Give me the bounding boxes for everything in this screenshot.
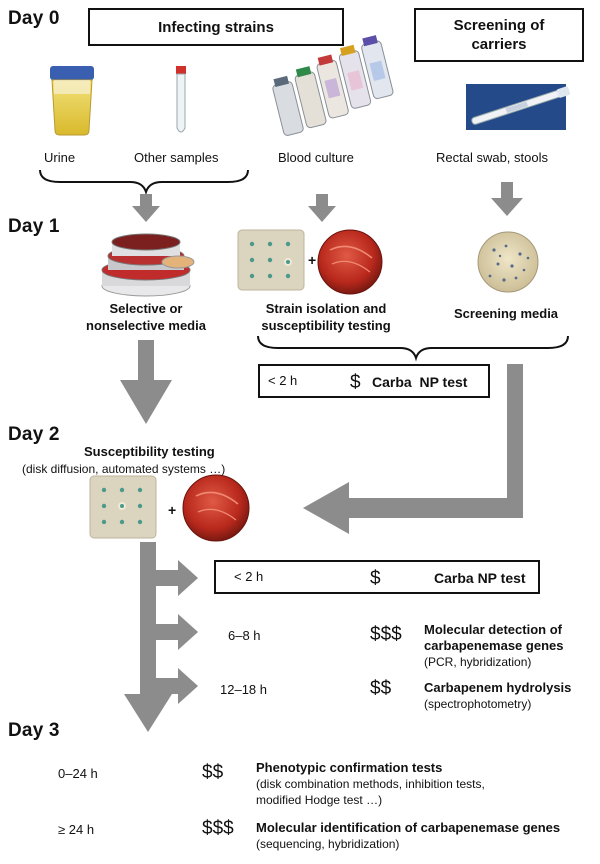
method-hydrolysis-detail: (spectrophotometry)	[424, 697, 532, 711]
rectal-swab-label: Rectal swab, stools	[436, 150, 548, 165]
strain-isolation-label: Strain isolation and susceptibility test…	[236, 300, 416, 334]
blood-culture-bottles-icon	[272, 35, 394, 136]
method-hydrolysis-title: Carbapenem hydrolysis	[424, 680, 572, 695]
method-molecular-title-2: carbapenemase genes	[424, 638, 564, 653]
infecting-strains-title: Infecting strains	[158, 18, 274, 36]
screening-title-line2: carriers	[471, 36, 527, 53]
screening-media-label: Screening media	[454, 306, 559, 321]
method-carbapenem-hydrolysis: Carbapenem hydrolysis (spectrophotometry…	[424, 680, 571, 712]
day3-molecular-title: Molecular identification of carbapenemas…	[256, 820, 561, 835]
blood-culture-label: Blood culture	[278, 150, 354, 165]
carba-np-test-1: Carba NP test	[372, 374, 468, 390]
carba-np-box-1: < 2 h $ Carba NP test	[258, 364, 490, 398]
method-cost-hydrolysis: $$	[370, 678, 392, 699]
arrow-down-2	[308, 194, 336, 222]
method-molecular-detection: Molecular detection of carbapenemase gen…	[424, 622, 563, 670]
arrow-down-4	[120, 340, 172, 424]
day3-cost-molecular: $$$	[202, 818, 234, 839]
urine-label: Urine	[44, 150, 76, 165]
day3-molecular-detail: (sequencing, hybridization)	[256, 837, 400, 851]
carba-np-time-2: < 2 h	[234, 569, 264, 584]
day3-phenotypic-detail-2: modified Hodge test …)	[256, 793, 383, 807]
arrow-down-3	[491, 182, 523, 216]
day3-phenotypic-detail-1: (disk combination methods, inhibition te…	[256, 777, 485, 791]
other-samples-label: Other samples	[134, 150, 219, 165]
carba-np-test-2: Carba NP test	[434, 570, 526, 586]
strain-isolation-line1: Strain isolation and	[265, 301, 387, 316]
arrow-down-1	[132, 194, 160, 222]
red-agar-plate-icon-day2	[182, 474, 250, 542]
day3-phenotypic-confirmation: Phenotypic confirmation tests (disk comb…	[256, 760, 485, 808]
test-tube-icon	[176, 66, 186, 133]
method-cost-molecular: $$$	[370, 624, 402, 645]
day3-phenotypic-title: Phenotypic confirmation tests	[256, 760, 443, 775]
arrow-trunk	[124, 542, 172, 732]
swab-icon	[466, 84, 570, 130]
brace-infecting	[39, 169, 249, 196]
method-time-hydrolysis: 12–18 h	[220, 682, 267, 697]
day3-time-molecular: ≥ 24 h	[58, 822, 95, 837]
strain-isolation-line2: susceptibility testing	[261, 318, 391, 333]
method-molecular-detail: (PCR, hybridization)	[424, 655, 532, 669]
arrow-branch-2	[156, 614, 198, 650]
day-0-label: Day 0	[8, 8, 60, 29]
susceptibility-testing-title: Susceptibility testing	[84, 444, 215, 459]
brace-day1	[257, 335, 569, 362]
infecting-strains-box: Infecting strains	[88, 8, 344, 46]
arrow-branch-3	[156, 668, 198, 704]
selective-media-label: Selective or nonselective media	[64, 300, 228, 334]
plus-sign-day2: +	[168, 502, 177, 518]
red-agar-plate-icon	[317, 229, 383, 295]
petri-stack-icon	[101, 233, 195, 297]
screening-title-line1: Screening of	[453, 17, 545, 34]
screening-plate-icon	[477, 231, 539, 293]
screening-carriers-box: Screening of carriers	[414, 8, 584, 62]
day3-molecular-identification: Molecular identification of carbapenemas…	[256, 820, 560, 852]
carba-np-cost-2: $	[370, 568, 381, 589]
day3-cost-phenotypic: $$	[202, 762, 224, 783]
day-3-label: Day 3	[8, 720, 60, 741]
urine-cup-icon	[50, 66, 94, 136]
carba-np-cost-1: $	[350, 372, 361, 393]
arrow-bent	[303, 364, 523, 534]
selective-media-line2: nonselective media	[86, 318, 206, 333]
method-time-molecular: 6–8 h	[228, 628, 261, 643]
day-2-label: Day 2	[8, 424, 60, 445]
arrows	[120, 182, 523, 732]
day-1-label: Day 1	[8, 216, 60, 237]
day3-time-phenotypic: 0–24 h	[58, 766, 98, 781]
selective-media-line1: Selective or	[109, 301, 183, 316]
susceptibility-testing-sub: (disk diffusion, automated systems …)	[22, 462, 226, 476]
disk-plate-icon	[237, 229, 305, 291]
plus-sign-day1: +	[308, 252, 317, 268]
disk-plate-icon-day2	[89, 475, 157, 539]
carba-np-box-2: < 2 h $ Carba NP test	[214, 560, 540, 594]
arrow-branch-1	[156, 560, 198, 596]
carba-np-time-1: < 2 h	[268, 373, 298, 388]
method-molecular-title-1: Molecular detection of	[424, 622, 562, 637]
